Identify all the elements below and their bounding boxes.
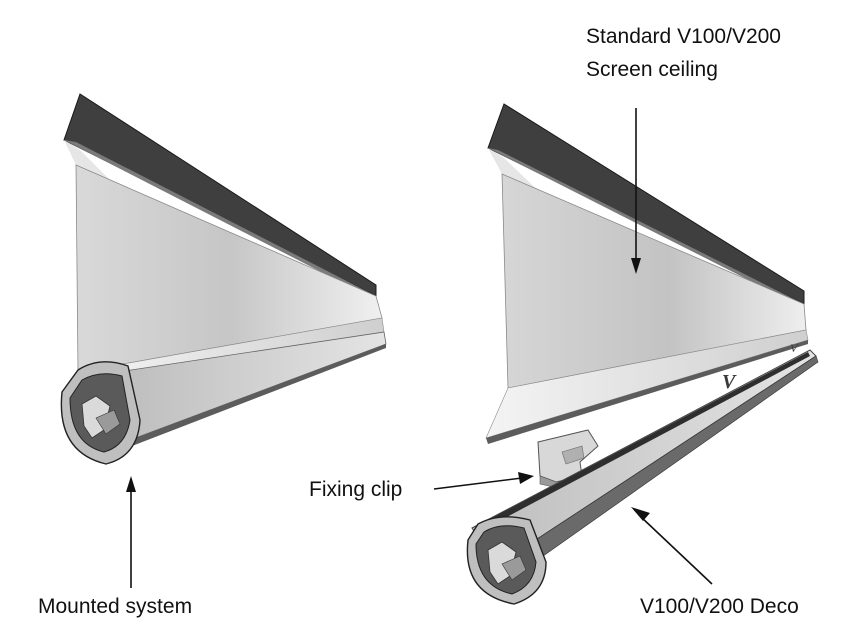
clip-mark-label-small: V xyxy=(790,341,799,355)
mounted-system-profile xyxy=(60,93,387,465)
deco-arrowhead xyxy=(631,507,650,521)
fixing-clip-arrow xyxy=(433,477,523,490)
screen-ceiling-label-line2: Screen ceiling xyxy=(586,58,718,81)
callout-arrows xyxy=(126,108,713,588)
mounted-system-arrowhead xyxy=(126,476,136,492)
deco-profile xyxy=(466,349,819,605)
deco-label: V100/V200 Deco xyxy=(640,595,799,618)
clip-mark-label: V xyxy=(722,371,737,393)
screen-ceiling-profile xyxy=(485,103,809,444)
fixing-clip-part: V V xyxy=(537,341,799,489)
deco-arrow xyxy=(639,515,713,585)
fixing-clip-label: Fixing clip xyxy=(309,478,402,501)
screen-ceiling-arrowhead xyxy=(631,258,641,274)
screen-ceiling-label-line1: Standard V100/V200 xyxy=(586,25,781,48)
mounted-system-label: Mounted system xyxy=(38,595,192,618)
fixing-clip-arrowhead xyxy=(518,472,534,484)
